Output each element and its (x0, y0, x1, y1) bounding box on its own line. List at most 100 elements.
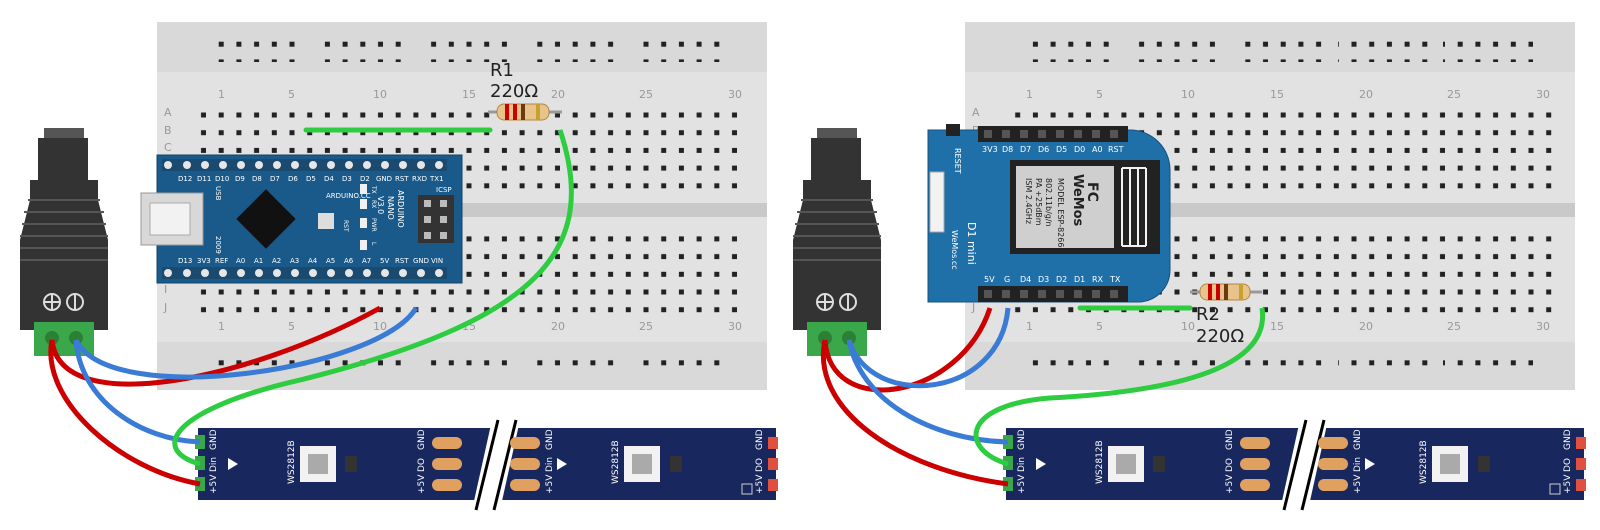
svg-text:20: 20 (1359, 320, 1373, 333)
svg-text:25: 25 (1447, 88, 1461, 101)
svg-text:B: B (164, 124, 172, 137)
nano-brand: ARDUINO.CC (326, 192, 371, 200)
svg-text:3V3: 3V3 (982, 145, 998, 154)
svg-text:FC: FC (1084, 182, 1100, 202)
svg-text:GND: GND (413, 257, 429, 265)
left-top-rail (213, 36, 725, 62)
icsp-header (418, 195, 454, 243)
svg-text:I: I (164, 283, 167, 296)
svg-text:30: 30 (1536, 320, 1550, 333)
svg-text:10: 10 (373, 320, 387, 333)
left-led-strip[interactable]: GND Din +5V WS2812B GND DO +5V GND Din +… (195, 419, 778, 511)
right-top-rail (1021, 36, 1533, 62)
strip-label: GND (1563, 429, 1573, 450)
strip-chip-label: WS2812B (611, 440, 621, 484)
svg-text:20: 20 (1359, 88, 1373, 101)
right-resistor-value: 220Ω (1196, 326, 1244, 347)
right-gnd-wire[interactable] (846, 339, 1009, 445)
strip-label: +5V (755, 474, 765, 494)
svg-text:D4: D4 (1020, 275, 1031, 284)
nano-year: 2009 (214, 236, 222, 254)
left-5v-wire[interactable] (48, 339, 201, 487)
nano-leds (360, 184, 367, 250)
strip-label: GND (417, 429, 427, 450)
strip-label: +5V (1353, 474, 1363, 494)
strip-chip-label: WS2812B (1095, 440, 1105, 484)
strip-label: Din (1353, 457, 1363, 472)
svg-text:J: J (163, 301, 167, 314)
strip-label: GND (1017, 429, 1027, 450)
svg-text:10: 10 (1181, 320, 1195, 333)
svg-text:D1: D1 (1074, 275, 1085, 284)
svg-text:1: 1 (218, 320, 225, 333)
svg-text:5: 5 (1096, 320, 1103, 333)
left-gnd-wire[interactable] (73, 339, 201, 445)
svg-text:1: 1 (218, 88, 225, 101)
left-gnd-arduino-wire[interactable] (73, 306, 419, 380)
d1-usb-port-icon (929, 171, 945, 233)
strip-chip-label: WS2812B (287, 440, 297, 484)
svg-text:A0: A0 (236, 257, 245, 265)
left-data-wire[interactable] (172, 129, 574, 467)
svg-text:1: 1 (1026, 88, 1033, 101)
strip-label: +5V (417, 474, 427, 494)
strip-label: +5V (1017, 474, 1027, 494)
antenna-icon (1121, 167, 1147, 247)
svg-text:D10: D10 (215, 175, 229, 183)
svg-text:WeMos: WeMos (1070, 174, 1085, 227)
left-resistor-name: R1 (490, 60, 514, 81)
right-data-wire[interactable] (973, 307, 1266, 467)
svg-text:20: 20 (551, 88, 565, 101)
d1-mini[interactable]: 3V3 D8 D7 D6 D5 D0 A0 RST 5V G D4 D3 D2 … (927, 124, 1171, 303)
right-led-strip[interactable]: GND Din +5V WS2812B GND DO +5V GND Din +… (1003, 419, 1586, 511)
svg-text:A6: A6 (344, 257, 354, 265)
left-dc-jack[interactable] (20, 128, 108, 356)
svg-text:L: L (370, 242, 377, 246)
svg-text:20: 20 (551, 320, 565, 333)
svg-text:A: A (164, 106, 172, 119)
svg-text:TX: TX (370, 185, 377, 194)
right-resistor-r2[interactable] (1190, 283, 1262, 301)
svg-text:RX: RX (1092, 275, 1104, 284)
svg-text:NANO: NANO (386, 196, 395, 220)
nano-top-pin-labels: D12 D11 D10 D9 D8 D7 D6 D5 D4 D3 D2 GND … (178, 175, 444, 183)
strip-label: DO (417, 458, 427, 472)
right-gnd-d1-wire[interactable] (846, 307, 1011, 389)
d1-bottom-pin-labels: 5V G D4 D3 D2 D1 RX TX (984, 275, 1121, 284)
svg-text:D7: D7 (1020, 145, 1031, 154)
svg-text:D6: D6 (288, 175, 298, 183)
mcu-chip-icon (236, 189, 296, 249)
svg-text:15: 15 (462, 88, 476, 101)
svg-text:10: 10 (1181, 88, 1195, 101)
right-5v-wire[interactable] (820, 339, 1009, 487)
right-column-numbers-bottom: 1 5 10 15 20 25 30 (1026, 320, 1550, 333)
svg-text:A3: A3 (290, 257, 299, 265)
svg-text:RST: RST (395, 175, 409, 183)
svg-text:D3: D3 (342, 175, 352, 183)
strip-label: +5V (1563, 474, 1573, 494)
arduino-nano[interactable]: D12 D11 D10 D9 D8 D7 D6 D5 D4 D3 D2 GND … (140, 154, 463, 284)
svg-text:ARDUINO: ARDUINO (396, 190, 405, 228)
svg-text:D2: D2 (360, 175, 370, 183)
strip-label: DO (755, 458, 765, 472)
strip-chip-label: WS2812B (1419, 440, 1429, 484)
strip-label: +5V (545, 474, 555, 494)
svg-text:D9: D9 (235, 175, 245, 183)
svg-text:D5: D5 (306, 175, 316, 183)
svg-text:D0: D0 (1074, 145, 1085, 154)
strip-label: Din (1017, 457, 1027, 472)
svg-text:RST: RST (395, 257, 409, 265)
left-resistor-r1[interactable] (488, 103, 562, 121)
left-5v-arduino-wire[interactable] (49, 305, 382, 387)
svg-text:D12: D12 (178, 175, 192, 183)
left-row-letters: A B C I J (163, 106, 172, 314)
svg-text:J: J (971, 301, 975, 314)
right-5v-d1-wire[interactable] (822, 307, 993, 393)
d1-reset-label: RESET (953, 148, 962, 174)
svg-text:1: 1 (1026, 320, 1033, 333)
nano-rst-label: RST (342, 220, 349, 232)
svg-text:PA +25dBm: PA +25dBm (1034, 178, 1043, 226)
right-dc-jack[interactable] (793, 128, 881, 356)
d1-site: WeMos.cc (950, 230, 959, 270)
